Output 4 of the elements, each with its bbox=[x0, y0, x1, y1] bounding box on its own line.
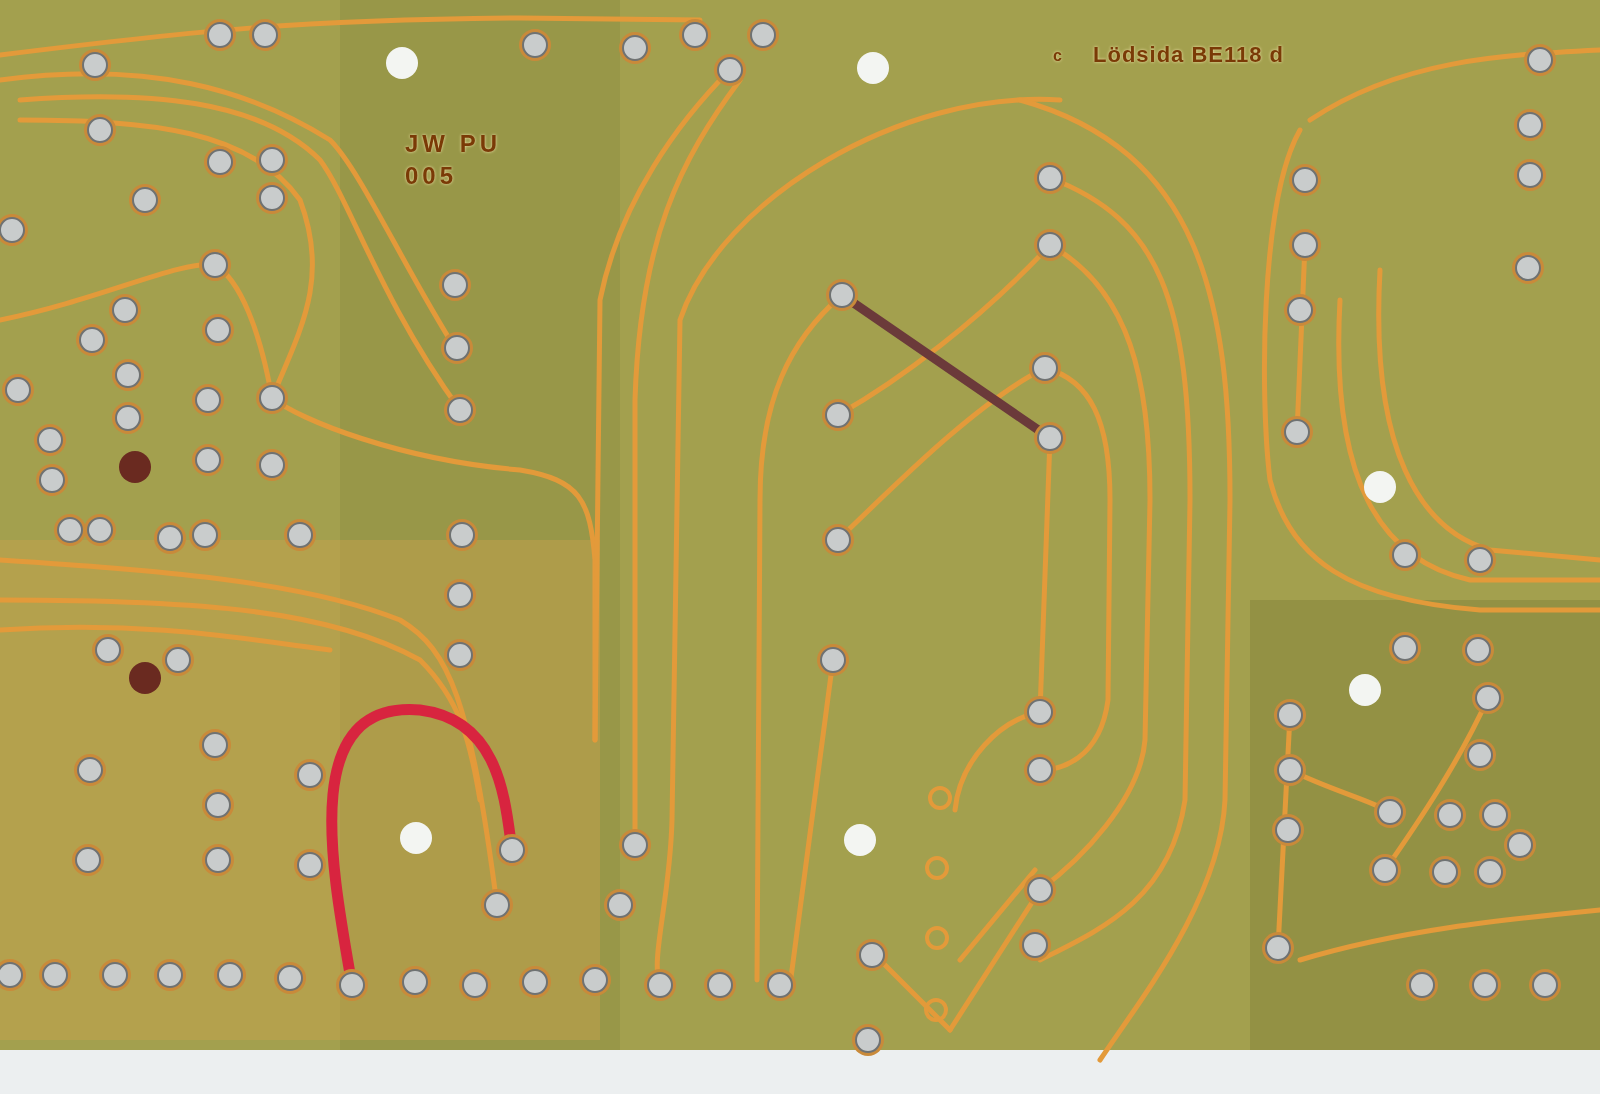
board-marking: Lödsida BE118 d bbox=[1093, 41, 1285, 69]
board-marking: 005 bbox=[405, 161, 458, 191]
board-marking: c bbox=[1053, 46, 1062, 66]
board-marking: JW PU bbox=[405, 129, 501, 159]
